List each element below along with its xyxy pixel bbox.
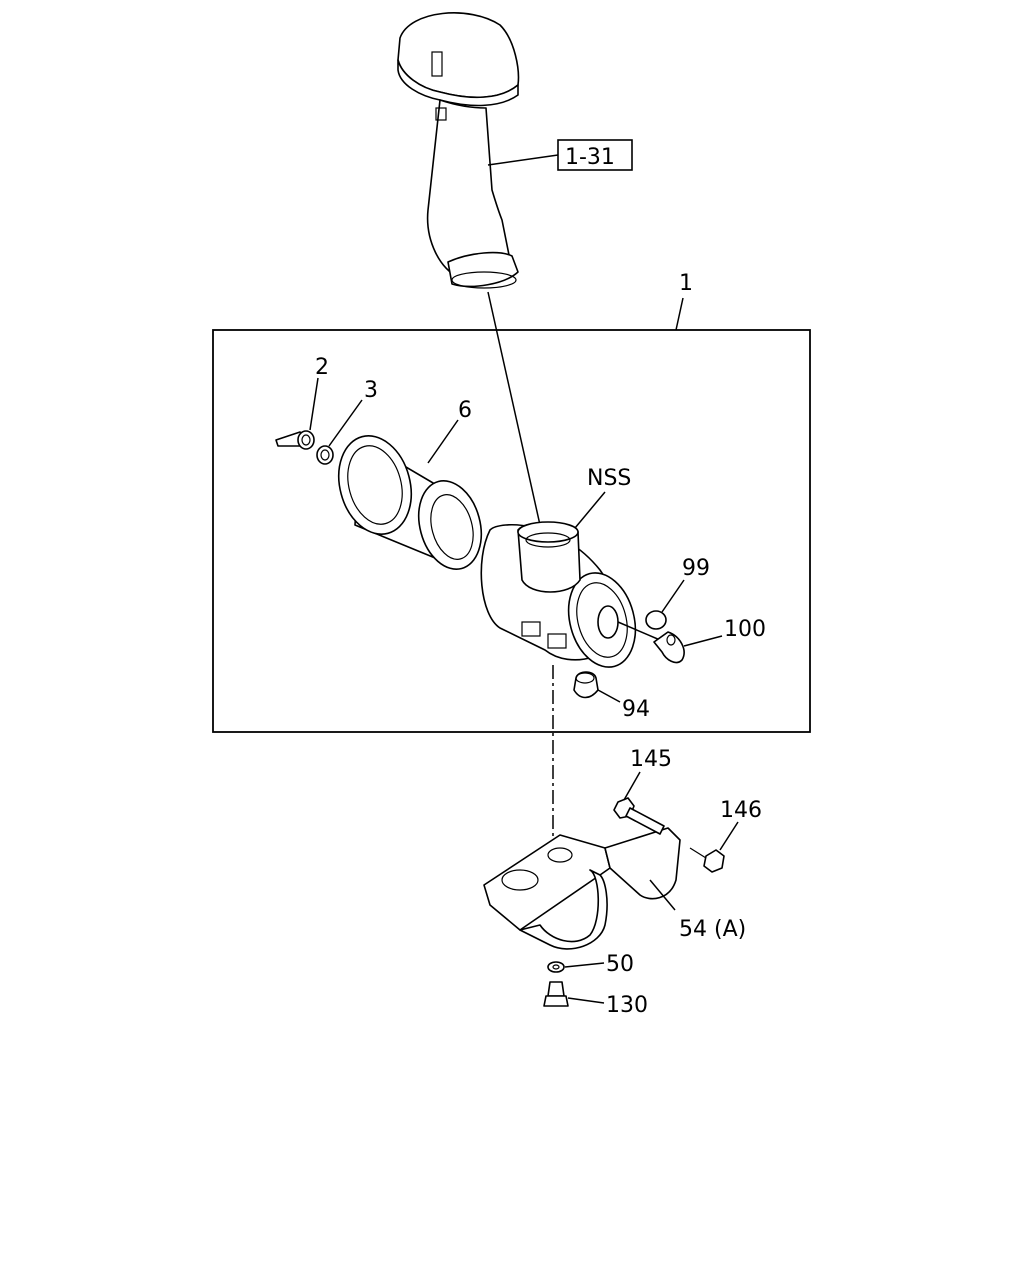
part-146-label: 146 bbox=[720, 798, 762, 823]
part-3-label: 3 bbox=[364, 378, 378, 403]
ref-1-31-label: 1-31 bbox=[565, 145, 615, 170]
wing-nut bbox=[275, 377, 319, 450]
bolt-145 bbox=[613, 771, 665, 835]
valve-connection-line bbox=[617, 621, 661, 641]
part-100-label: 100 bbox=[724, 617, 766, 642]
bolt-130 bbox=[543, 981, 605, 1007]
duct-connection-line bbox=[487, 291, 541, 526]
ref-1-31-label-box bbox=[557, 139, 633, 171]
nut-146 bbox=[689, 821, 739, 873]
part-145-label: 145 bbox=[630, 747, 672, 772]
part-54a-label: 54 (A) bbox=[679, 917, 746, 942]
part-6-label: 6 bbox=[458, 398, 472, 423]
washer-50 bbox=[547, 961, 605, 973]
valve-100 bbox=[653, 631, 723, 664]
intake-duct bbox=[397, 12, 559, 289]
assembly-1-frame bbox=[212, 297, 811, 733]
washer-3 bbox=[316, 399, 363, 465]
part-94-label: 94 bbox=[622, 697, 650, 722]
cap-99 bbox=[645, 579, 685, 630]
part-2-label: 2 bbox=[315, 355, 329, 380]
part-50-label: 50 bbox=[606, 952, 634, 977]
cap-94 bbox=[573, 671, 621, 703]
air-cleaner-housing bbox=[480, 491, 637, 668]
part-1-label: 1 bbox=[679, 271, 693, 296]
part-99-label: 99 bbox=[682, 556, 710, 581]
filter-element bbox=[338, 419, 483, 570]
part-130-label: 130 bbox=[606, 993, 648, 1018]
nss-label: NSS bbox=[587, 466, 631, 491]
mounting-bracket bbox=[483, 827, 681, 950]
